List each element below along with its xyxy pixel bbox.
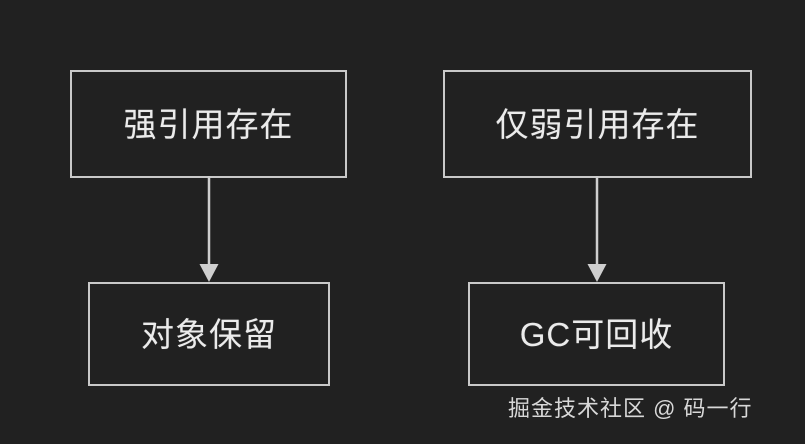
flow-node-label: 强引用存在 bbox=[123, 105, 294, 143]
flow-node-label: 对象保留 bbox=[141, 315, 277, 353]
flow-node-label: GC可回收 bbox=[519, 315, 674, 353]
flow-node-strong-ref[interactable]: 强引用存在 bbox=[70, 70, 347, 178]
arrow-down-icon bbox=[199, 176, 219, 282]
watermark-text: 掘金技术社区 @ 码一行 bbox=[508, 396, 753, 421]
flow-node-gc-collect[interactable]: GC可回收 bbox=[468, 282, 725, 386]
flow-node-label: 仅弱引用存在 bbox=[495, 105, 700, 143]
arrow-down-icon bbox=[587, 176, 607, 282]
flow-node-weak-ref[interactable]: 仅弱引用存在 bbox=[443, 70, 752, 178]
flow-node-object-kept[interactable]: 对象保留 bbox=[88, 282, 330, 386]
